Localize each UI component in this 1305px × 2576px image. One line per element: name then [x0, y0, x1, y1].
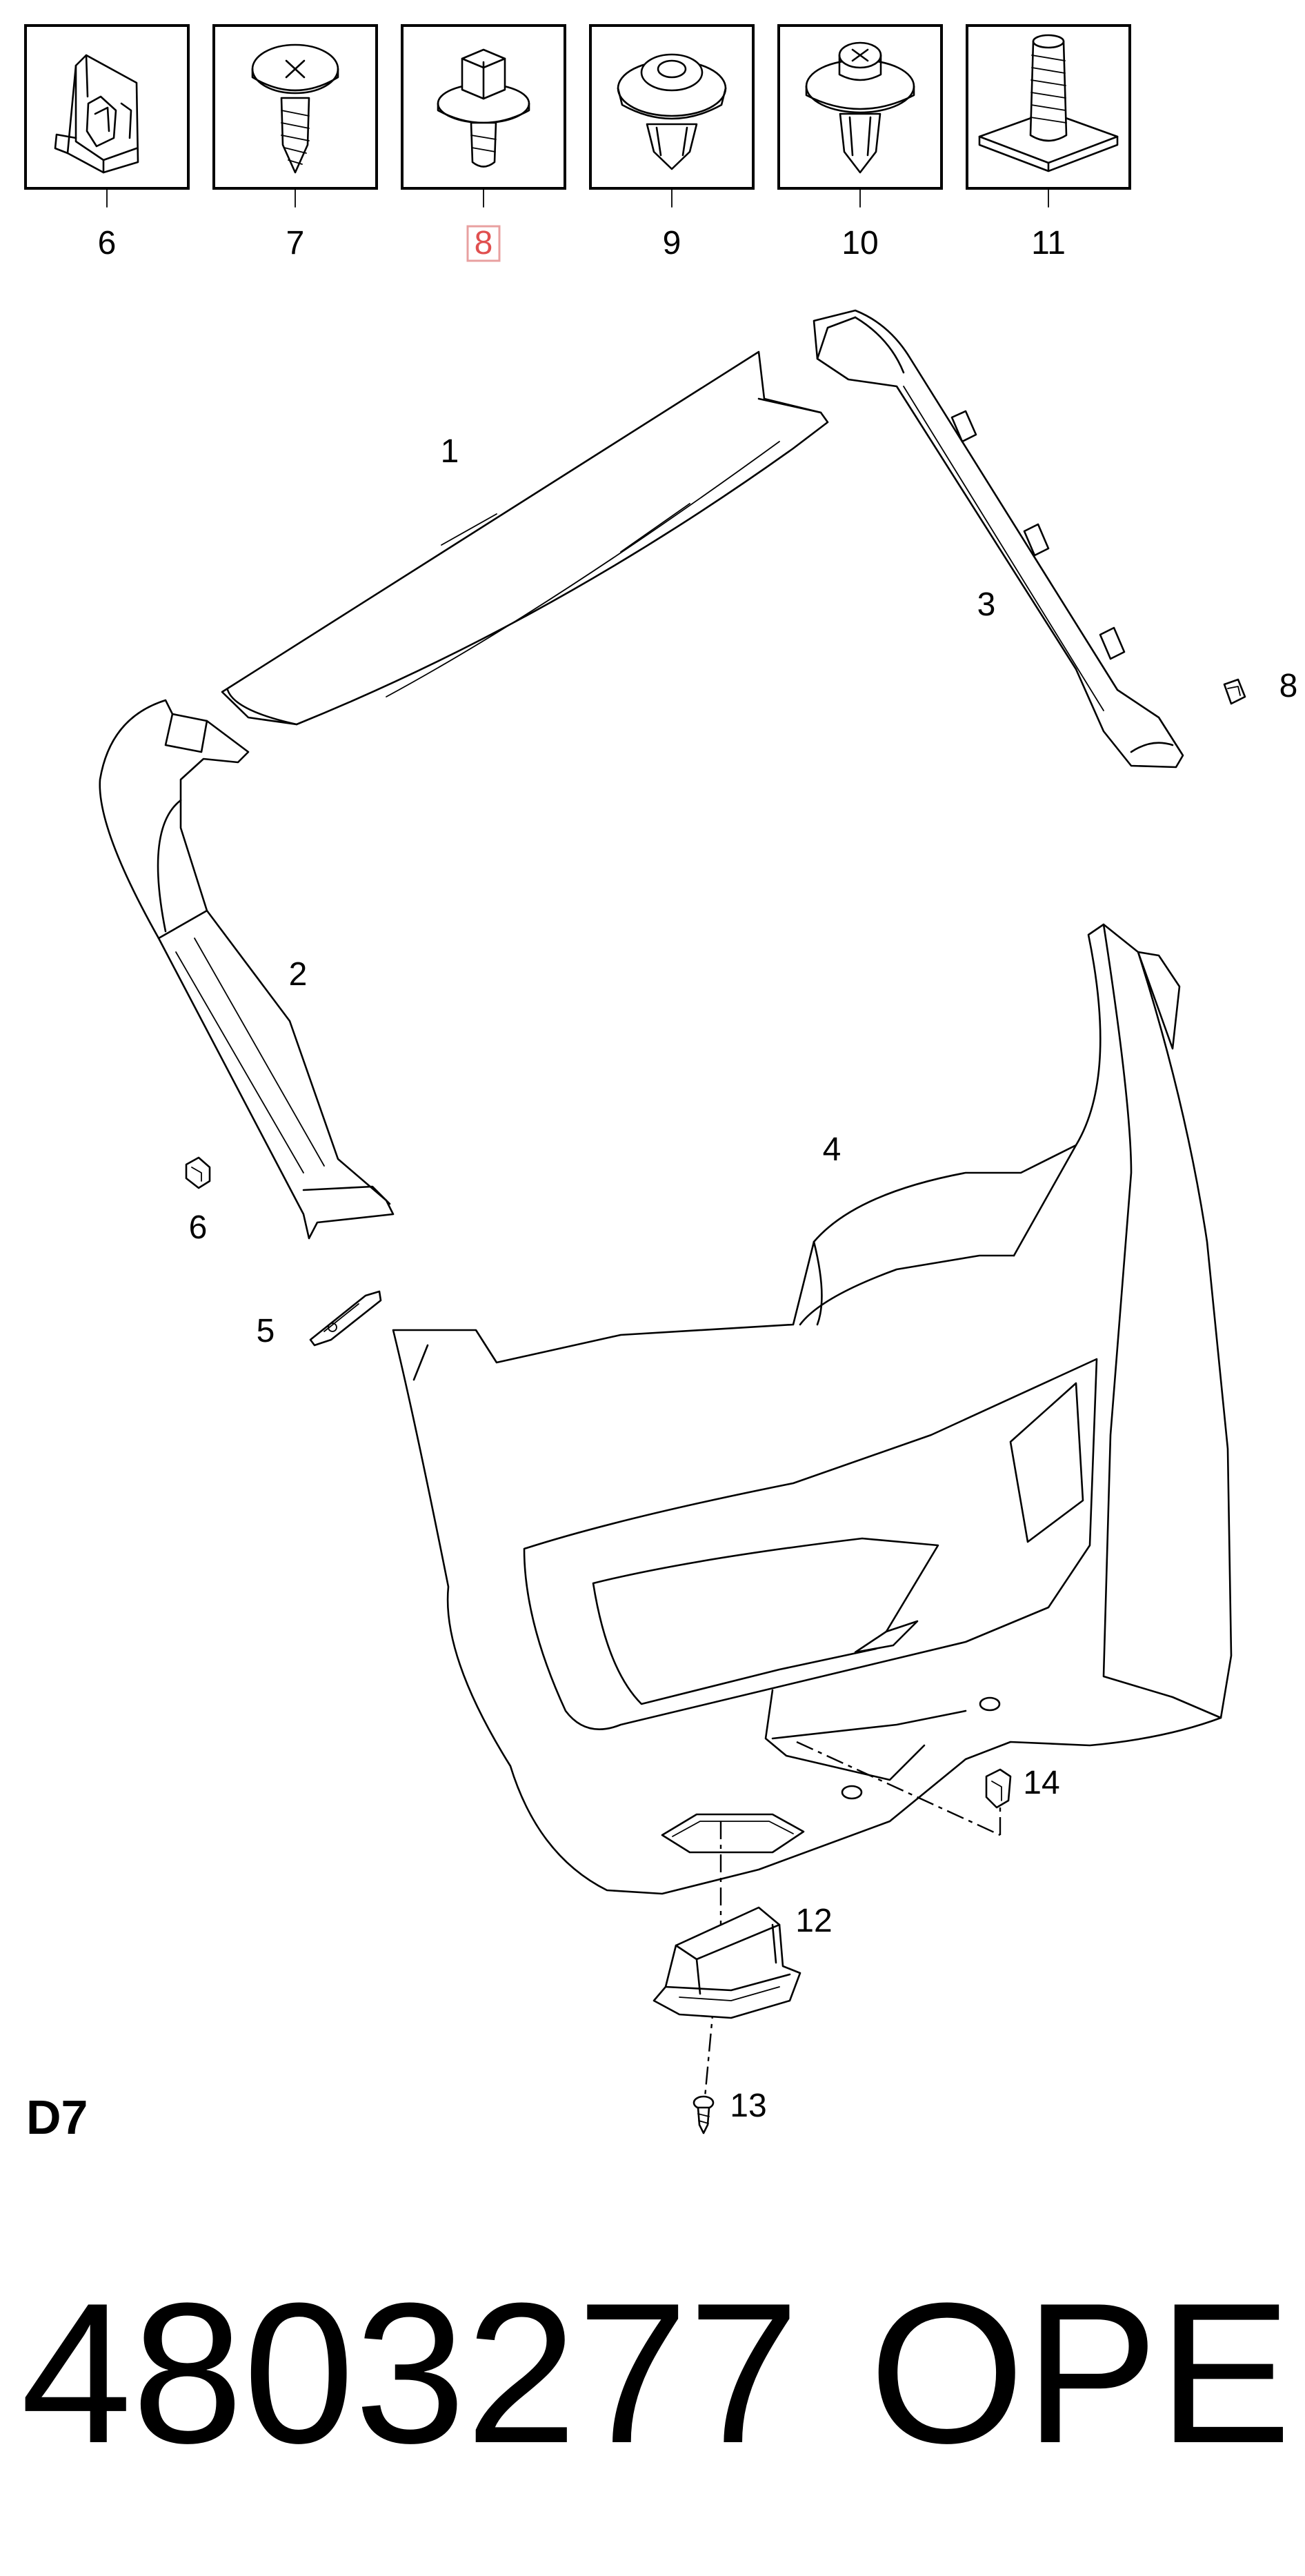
square-base-stud-icon	[978, 34, 1119, 172]
callout-13: 13	[730, 2088, 766, 2124]
callout-3: 3	[977, 586, 996, 623]
part-1-upper-trim[interactable]	[221, 350, 829, 726]
callout-1: 1	[441, 433, 459, 470]
push-rivet-icon	[617, 53, 727, 170]
callout-12: 12	[795, 1903, 832, 1939]
phillips-screw-icon	[251, 43, 339, 174]
part-5-cover[interactable]	[309, 1290, 382, 1347]
fastener-number-highlighted: 8	[475, 225, 493, 261]
callout-14: 14	[1023, 1765, 1059, 1801]
callout-8: 8	[1279, 668, 1298, 704]
part-13-screw[interactable]	[693, 2095, 715, 2134]
part-4-main-tailgate-trim[interactable]	[392, 923, 1233, 1895]
part-12-handle-insert[interactable]	[652, 1906, 801, 2019]
bolt-8-small[interactable]	[1223, 678, 1246, 705]
fastener-box-6[interactable]	[24, 24, 190, 190]
spring-clip-icon	[54, 54, 139, 174]
callout-6: 6	[189, 1209, 208, 1246]
fastener-box-7[interactable]	[212, 24, 378, 190]
fastener-strip: 6 7	[24, 24, 1131, 262]
clip-6-small[interactable]	[185, 1156, 211, 1189]
fastener-number: 6	[98, 225, 117, 261]
part-3-right-pillar-trim[interactable]	[813, 309, 1184, 769]
part-14-clip[interactable]	[985, 1768, 1012, 1809]
fastener-box-11[interactable]	[966, 24, 1131, 190]
fastener-number: 11	[1031, 225, 1066, 261]
section-code: D7	[26, 2090, 88, 2144]
part-2-left-pillar-trim[interactable]	[99, 699, 395, 1240]
hex-flange-bolt-icon	[437, 48, 530, 168]
part-number: 4803277	[21, 2261, 799, 2485]
fastener-number: 10	[841, 225, 878, 261]
fastener-box-9[interactable]	[589, 24, 755, 190]
fastener-box-10[interactable]	[777, 24, 943, 190]
callout-5: 5	[257, 1313, 275, 1349]
fastener-number: 7	[286, 225, 305, 261]
brand-name: OPEL	[869, 2261, 1305, 2485]
leader-dash-14	[796, 1741, 1001, 1836]
fastener-number: 9	[663, 225, 681, 261]
highlight-frame	[466, 225, 501, 262]
phillips-push-clip-icon	[805, 41, 915, 174]
callout-4: 4	[823, 1131, 841, 1168]
fastener-box-8[interactable]	[401, 24, 566, 190]
callout-2: 2	[289, 956, 308, 993]
